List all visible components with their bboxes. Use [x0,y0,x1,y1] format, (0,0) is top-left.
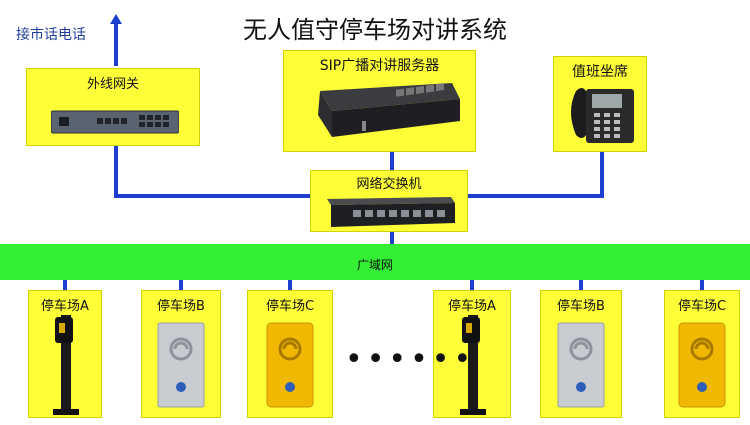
intercom-panel-icon [557,322,605,408]
intercom-device [541,321,621,413]
switch-device-icon [327,197,455,227]
external-phone-label: 接市话电话 [16,27,86,43]
lot-link-line [179,280,183,290]
gateway-label: 外线网关 [86,77,139,92]
intercom-device [665,321,739,413]
lot-link-line [470,280,474,290]
lot-link-line [579,280,583,290]
switch-drop-line [390,232,394,246]
intercom-panel-icon [157,322,205,408]
intercom-device [434,309,510,425]
server-drop-line [390,152,394,170]
parking-lot-box: 停车场A [28,290,102,418]
wan-bar [0,244,750,280]
lot-link-line [288,280,292,290]
parking-lot-box: 停车场C [247,290,333,418]
intercom-device [142,321,220,413]
server-label: SIP广播对讲服务器 [319,58,440,74]
duty-drop-line [600,152,604,198]
external-line [114,22,118,66]
parking-lot-label: 停车场C [265,299,315,314]
switch-box: 网络交换机 [310,170,468,232]
gateway-device-icon [51,110,179,134]
parking-lot-box: 停车场A [433,290,511,418]
intercom-yellow-panel-icon [266,322,314,408]
wan-label: 广域网 [356,258,393,272]
parking-lot-label: 停车场B [557,299,605,314]
gateway-box: 外线网关 [26,68,200,146]
parking-lot-box: 停车场C [664,290,740,418]
duty-label: 值班坐席 [572,64,628,80]
ellipsis: •••••• [345,342,476,377]
gateway-drop-line [114,146,118,196]
switch-to-duty-line [468,194,604,198]
intercom-pillar-icon [460,315,486,415]
intercom-device [248,321,332,413]
switch-label: 网络交换机 [356,177,422,192]
external-arrow-icon [110,14,122,24]
duty-box: 值班坐席 [553,56,647,152]
intercom-pillar-icon [53,315,79,415]
parking-lot-box: 停车场B [540,290,622,418]
parking-lot-label: 停车场B [157,299,205,314]
intercom-yellow-panel-icon [678,322,726,408]
desk-phone-icon [571,88,634,143]
parking-lot-label: 停车场A [448,299,496,314]
diagram-title: 无人值守停车场对讲系统 [243,16,507,44]
parking-lot-label: 停车场C [677,299,727,314]
gateway-to-switch-line [114,194,310,198]
server-box: SIP广播对讲服务器 [283,50,476,152]
lot-link-line [700,280,704,290]
intercom-device [29,309,101,425]
lot-link-line [63,280,67,290]
server-device-icon [318,83,460,137]
parking-lot-label: 停车场A [41,299,89,314]
parking-lot-box: 停车场B [141,290,221,418]
